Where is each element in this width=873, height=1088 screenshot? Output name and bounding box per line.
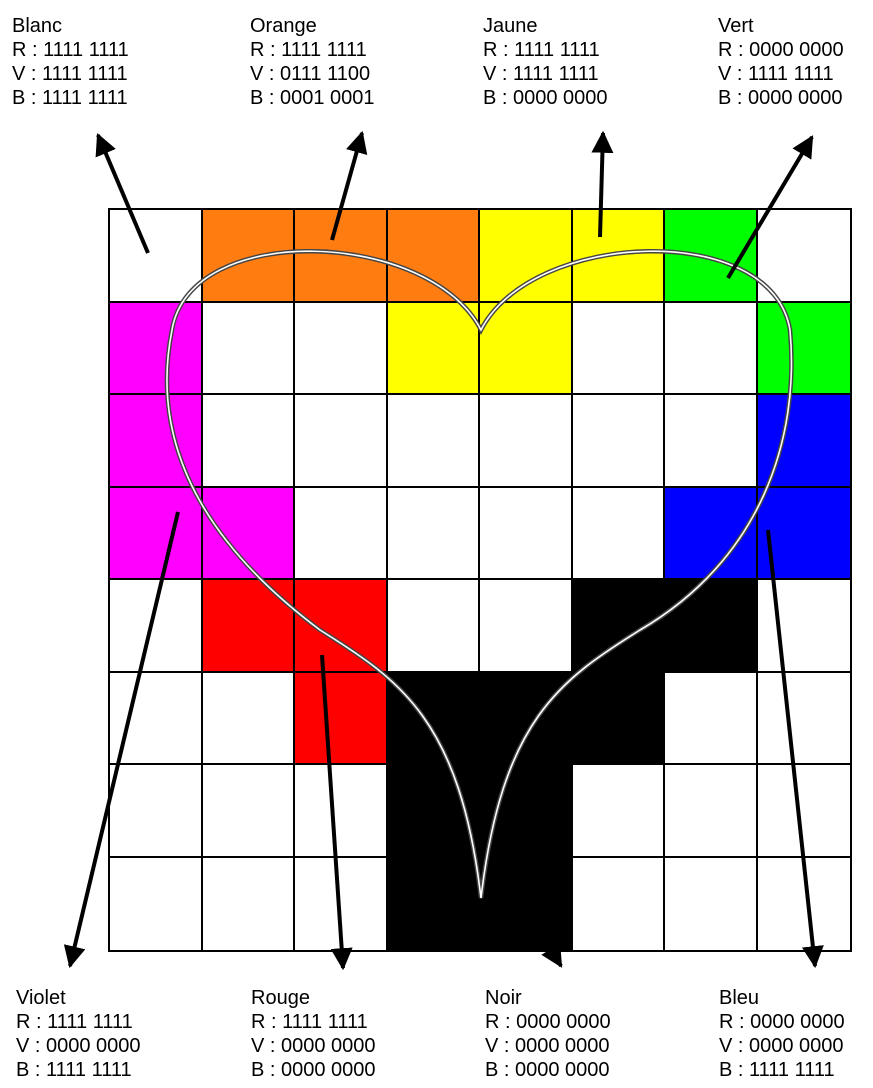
arrow-violet: [70, 512, 178, 966]
arrow-orange: [332, 133, 362, 240]
arrow-vert: [728, 137, 812, 278]
arrow-jaune: [600, 133, 603, 237]
arrow-noir: [518, 895, 561, 966]
heart-outline: [167, 251, 792, 898]
arrow-blanc: [98, 135, 148, 253]
arrow-bleu: [768, 530, 815, 966]
arrow-rouge: [322, 655, 343, 968]
